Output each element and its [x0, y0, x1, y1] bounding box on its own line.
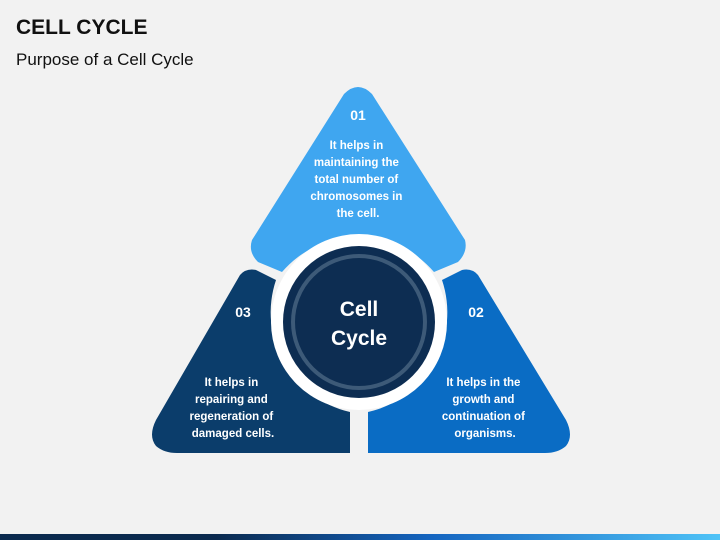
segment-03-description: It helps in repairing and regeneration o…	[190, 377, 277, 440]
center-ring	[291, 254, 427, 390]
center-label-line2: Cycle	[331, 327, 387, 350]
segment-03-shape	[152, 269, 350, 453]
segment-02: 02 It helps in the growth and continuati…	[368, 269, 570, 453]
segment-02-shape	[368, 269, 570, 453]
center-label-line1: Cell	[340, 298, 379, 321]
segment-01-number: 01	[350, 107, 366, 123]
center-disc	[283, 246, 435, 398]
slide-title: CELL CYCLE	[16, 16, 148, 39]
segment-01-description: It helps in maintaining the total number…	[310, 140, 405, 220]
segment-02-description: It helps in the growth and continuation …	[442, 377, 528, 440]
slide-subtitle: Purpose of a Cell Cycle	[16, 50, 194, 69]
segment-01-shape	[250, 87, 466, 272]
segment-03: 03 It helps in repairing and regeneratio…	[152, 269, 350, 453]
center-hub: Cell Cycle	[271, 234, 447, 410]
segment-03-number: 03	[235, 304, 251, 320]
segment-02-number: 02	[468, 304, 484, 320]
bottom-accent-bar	[0, 534, 720, 540]
segment-01: 01 It helps in maintaining the total num…	[250, 87, 466, 272]
